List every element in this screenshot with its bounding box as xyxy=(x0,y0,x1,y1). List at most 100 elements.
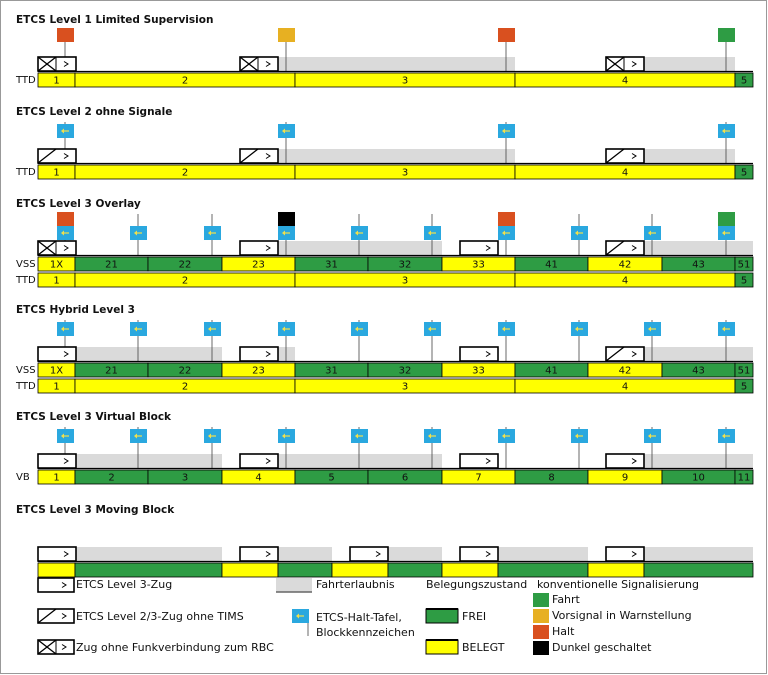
block-label: 1 xyxy=(53,382,59,393)
block-section xyxy=(734,272,754,288)
section-title: ETCS Level 3 Moving Block xyxy=(16,504,175,516)
block-label: 1 xyxy=(53,76,59,87)
block-label: 51 xyxy=(738,366,751,377)
block-label: 33 xyxy=(472,366,485,377)
block-label: 7 xyxy=(475,473,481,484)
etcs-halt-board-icon xyxy=(130,226,147,240)
etcs-halt-board-icon xyxy=(424,226,441,240)
section-title: ETCS Level 1 Limited Supervision xyxy=(16,14,213,26)
etcs-halt-board-icon xyxy=(130,429,147,443)
movement-authority xyxy=(76,454,222,468)
block-section xyxy=(497,562,589,578)
block-label: 41 xyxy=(545,366,558,377)
block-label: 11 xyxy=(738,473,751,484)
etcs-halt-board-icon xyxy=(204,226,221,240)
etcs-halt-board-icon xyxy=(351,226,368,240)
block-label: 1X xyxy=(50,366,63,377)
etcs-halt-board-icon xyxy=(278,124,295,138)
legend-dunkel-swatch xyxy=(533,641,549,655)
etcs-halt-board-icon xyxy=(498,429,515,443)
block-label: 33 xyxy=(472,260,485,271)
block-section xyxy=(221,562,279,578)
movement-authority xyxy=(278,547,332,561)
etcs-halt-board-icon xyxy=(571,226,588,240)
block-label: 43 xyxy=(692,366,705,377)
signal-light xyxy=(718,212,735,226)
legend-title-occupancy: Belegungszustand xyxy=(426,578,528,591)
row-label: TTD xyxy=(15,75,36,86)
block-label: 3 xyxy=(402,276,408,287)
section-2: ETCS Level 2 ohne Signale xyxy=(16,106,172,118)
block-label: 8 xyxy=(548,473,554,484)
legend-label-free: FREI xyxy=(462,610,487,623)
train xyxy=(239,56,279,72)
movement-authority xyxy=(644,57,735,71)
movement-authority xyxy=(278,149,515,163)
signal-light xyxy=(278,28,295,42)
block-section xyxy=(734,72,754,88)
block-section xyxy=(734,256,754,272)
section-1: ETCS Level 1 Limited Supervision xyxy=(16,14,213,26)
block-label: 43 xyxy=(692,260,705,271)
block-label: 21 xyxy=(105,366,118,377)
legend-level3-train-icon xyxy=(37,577,75,593)
section-title: ETCS Level 3 Overlay xyxy=(16,198,141,210)
etcs-halt-board-icon xyxy=(644,429,661,443)
block-section xyxy=(277,562,333,578)
block-label: 4 xyxy=(622,76,628,87)
block-label: 2 xyxy=(182,76,188,87)
block-label: 9 xyxy=(622,473,628,484)
etcs-halt-board-icon xyxy=(498,226,515,240)
train xyxy=(605,148,645,164)
block-label: 22 xyxy=(179,366,192,377)
block-label: 2 xyxy=(182,382,188,393)
legend-label-fahrt: Fahrt xyxy=(552,593,580,606)
movement-authority xyxy=(76,547,222,561)
legend-label-vorsignal: Vorsignal in Warnstellung xyxy=(552,609,692,622)
etcs-halt-board-icon xyxy=(498,322,515,336)
section-title: ETCS Hybrid Level 3 xyxy=(16,304,135,316)
block-label: 4 xyxy=(622,382,628,393)
etcs-halt-board-icon xyxy=(718,322,735,336)
etcs-halt-board-icon xyxy=(57,226,74,240)
train xyxy=(239,546,279,562)
etcs-halt-board-icon xyxy=(278,226,295,240)
block-label: 5 xyxy=(741,382,747,393)
etcs-halt-board-icon xyxy=(57,322,74,336)
block-section xyxy=(734,164,754,180)
train xyxy=(37,546,77,562)
train xyxy=(605,546,645,562)
section-4: ETCS Hybrid Level 3 xyxy=(16,304,135,316)
movement-authority xyxy=(644,547,753,561)
train xyxy=(37,56,77,72)
etcs-halt-board-icon xyxy=(424,429,441,443)
legend-halt-swatch xyxy=(533,625,549,639)
legend-label-halt: Halt xyxy=(552,625,575,638)
block-label: 32 xyxy=(399,366,412,377)
train xyxy=(349,546,389,562)
etcs-halt-board-icon xyxy=(644,322,661,336)
train xyxy=(605,240,645,256)
legend-title-signalling: konventionelle Signalisierung xyxy=(537,578,699,591)
movement-authority xyxy=(278,57,515,71)
block-section xyxy=(441,562,499,578)
block-label: 42 xyxy=(619,366,632,377)
train xyxy=(459,546,499,562)
movement-authority xyxy=(644,347,753,361)
section-3: ETCS Level 3 Overlay xyxy=(16,198,141,210)
train xyxy=(459,453,499,469)
movement-authority xyxy=(644,241,753,255)
etcs-halt-board-icon xyxy=(571,429,588,443)
block-label: 1 xyxy=(53,473,59,484)
block-label: 3 xyxy=(402,76,408,87)
block-label: 21 xyxy=(105,260,118,271)
etcs-halt-board-icon xyxy=(571,322,588,336)
etcs-halt-board-icon xyxy=(718,429,735,443)
legend-halt-board-icon xyxy=(292,609,309,623)
block-label: 5 xyxy=(741,76,747,87)
block-label: 6 xyxy=(402,473,408,484)
train xyxy=(605,56,645,72)
etcs-halt-board-icon xyxy=(351,429,368,443)
block-label: 1 xyxy=(53,276,59,287)
